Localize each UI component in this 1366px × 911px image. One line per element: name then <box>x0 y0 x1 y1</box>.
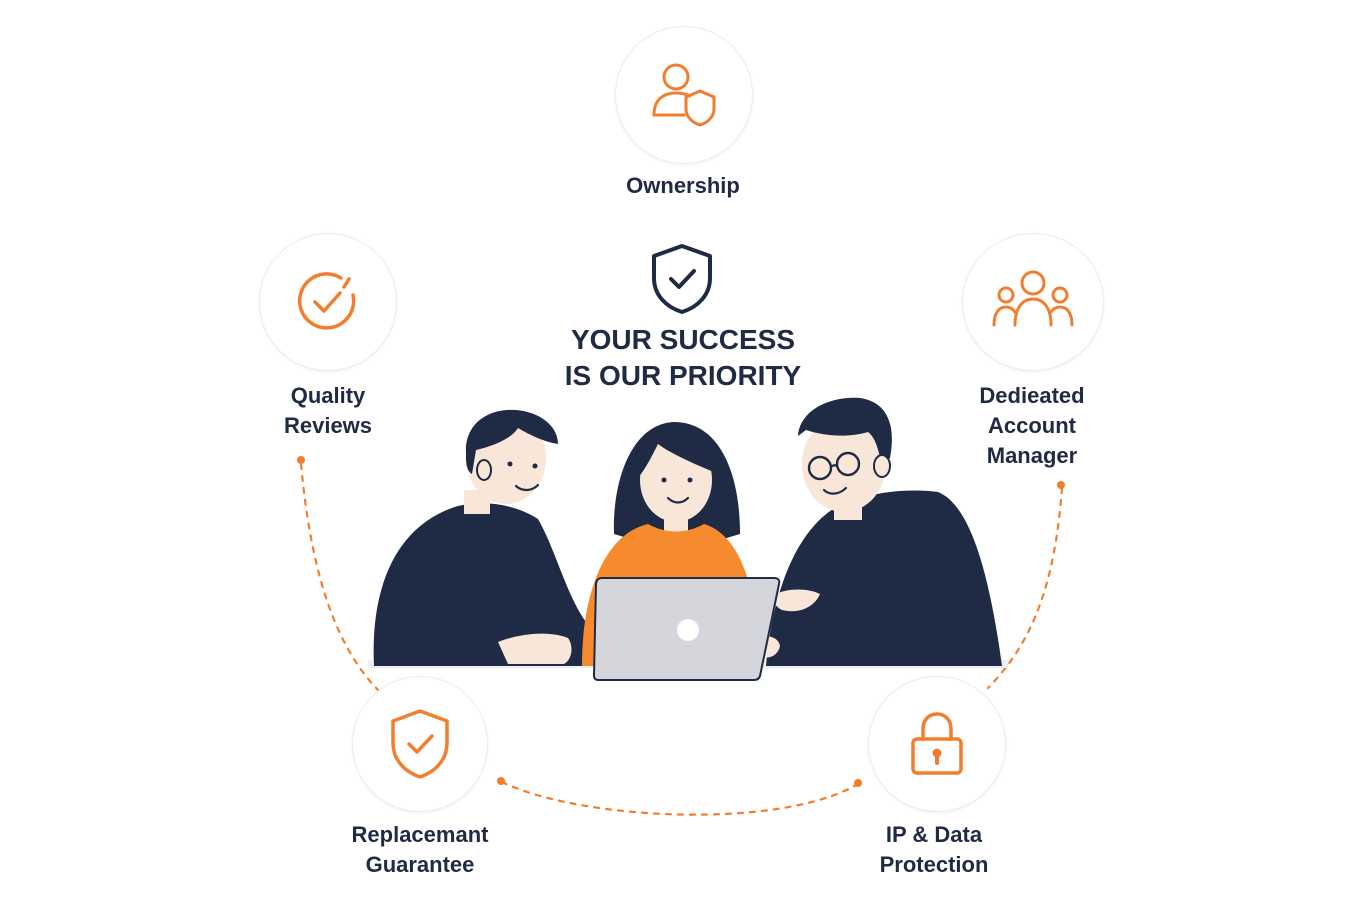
ownership-label: Ownership <box>626 173 740 198</box>
headline: YOUR SUCCESS IS OUR PRIORITY <box>564 324 802 391</box>
shield-check-icon <box>652 244 712 314</box>
padlock-icon <box>911 712 963 775</box>
ip-protection-icon-circle <box>868 676 1006 812</box>
replacement-icon-circle <box>352 676 488 812</box>
replacement-label: Replacemant Guarantee <box>351 822 489 877</box>
users-group-icon <box>992 270 1074 327</box>
shield-check-icon <box>391 709 449 779</box>
quality-reviews-label: Quality Reviews <box>283 383 373 438</box>
user-shield-icon <box>652 63 716 127</box>
quality-reviews-icon-circle <box>259 233 397 371</box>
ip-protection-label: IP & Data Protection <box>879 822 989 877</box>
check-circle-icon <box>297 272 356 330</box>
ownership-icon-circle <box>615 26 753 164</box>
connector-dot <box>497 777 505 785</box>
connector-dot <box>1057 481 1065 489</box>
connector-dot <box>854 779 862 787</box>
account-manager-label: Dedieated Account Manager <box>979 383 1085 468</box>
account-manager-icon-circle <box>962 233 1104 371</box>
three-people-at-laptop-illustration <box>368 397 1008 681</box>
connector-dot <box>297 456 305 464</box>
